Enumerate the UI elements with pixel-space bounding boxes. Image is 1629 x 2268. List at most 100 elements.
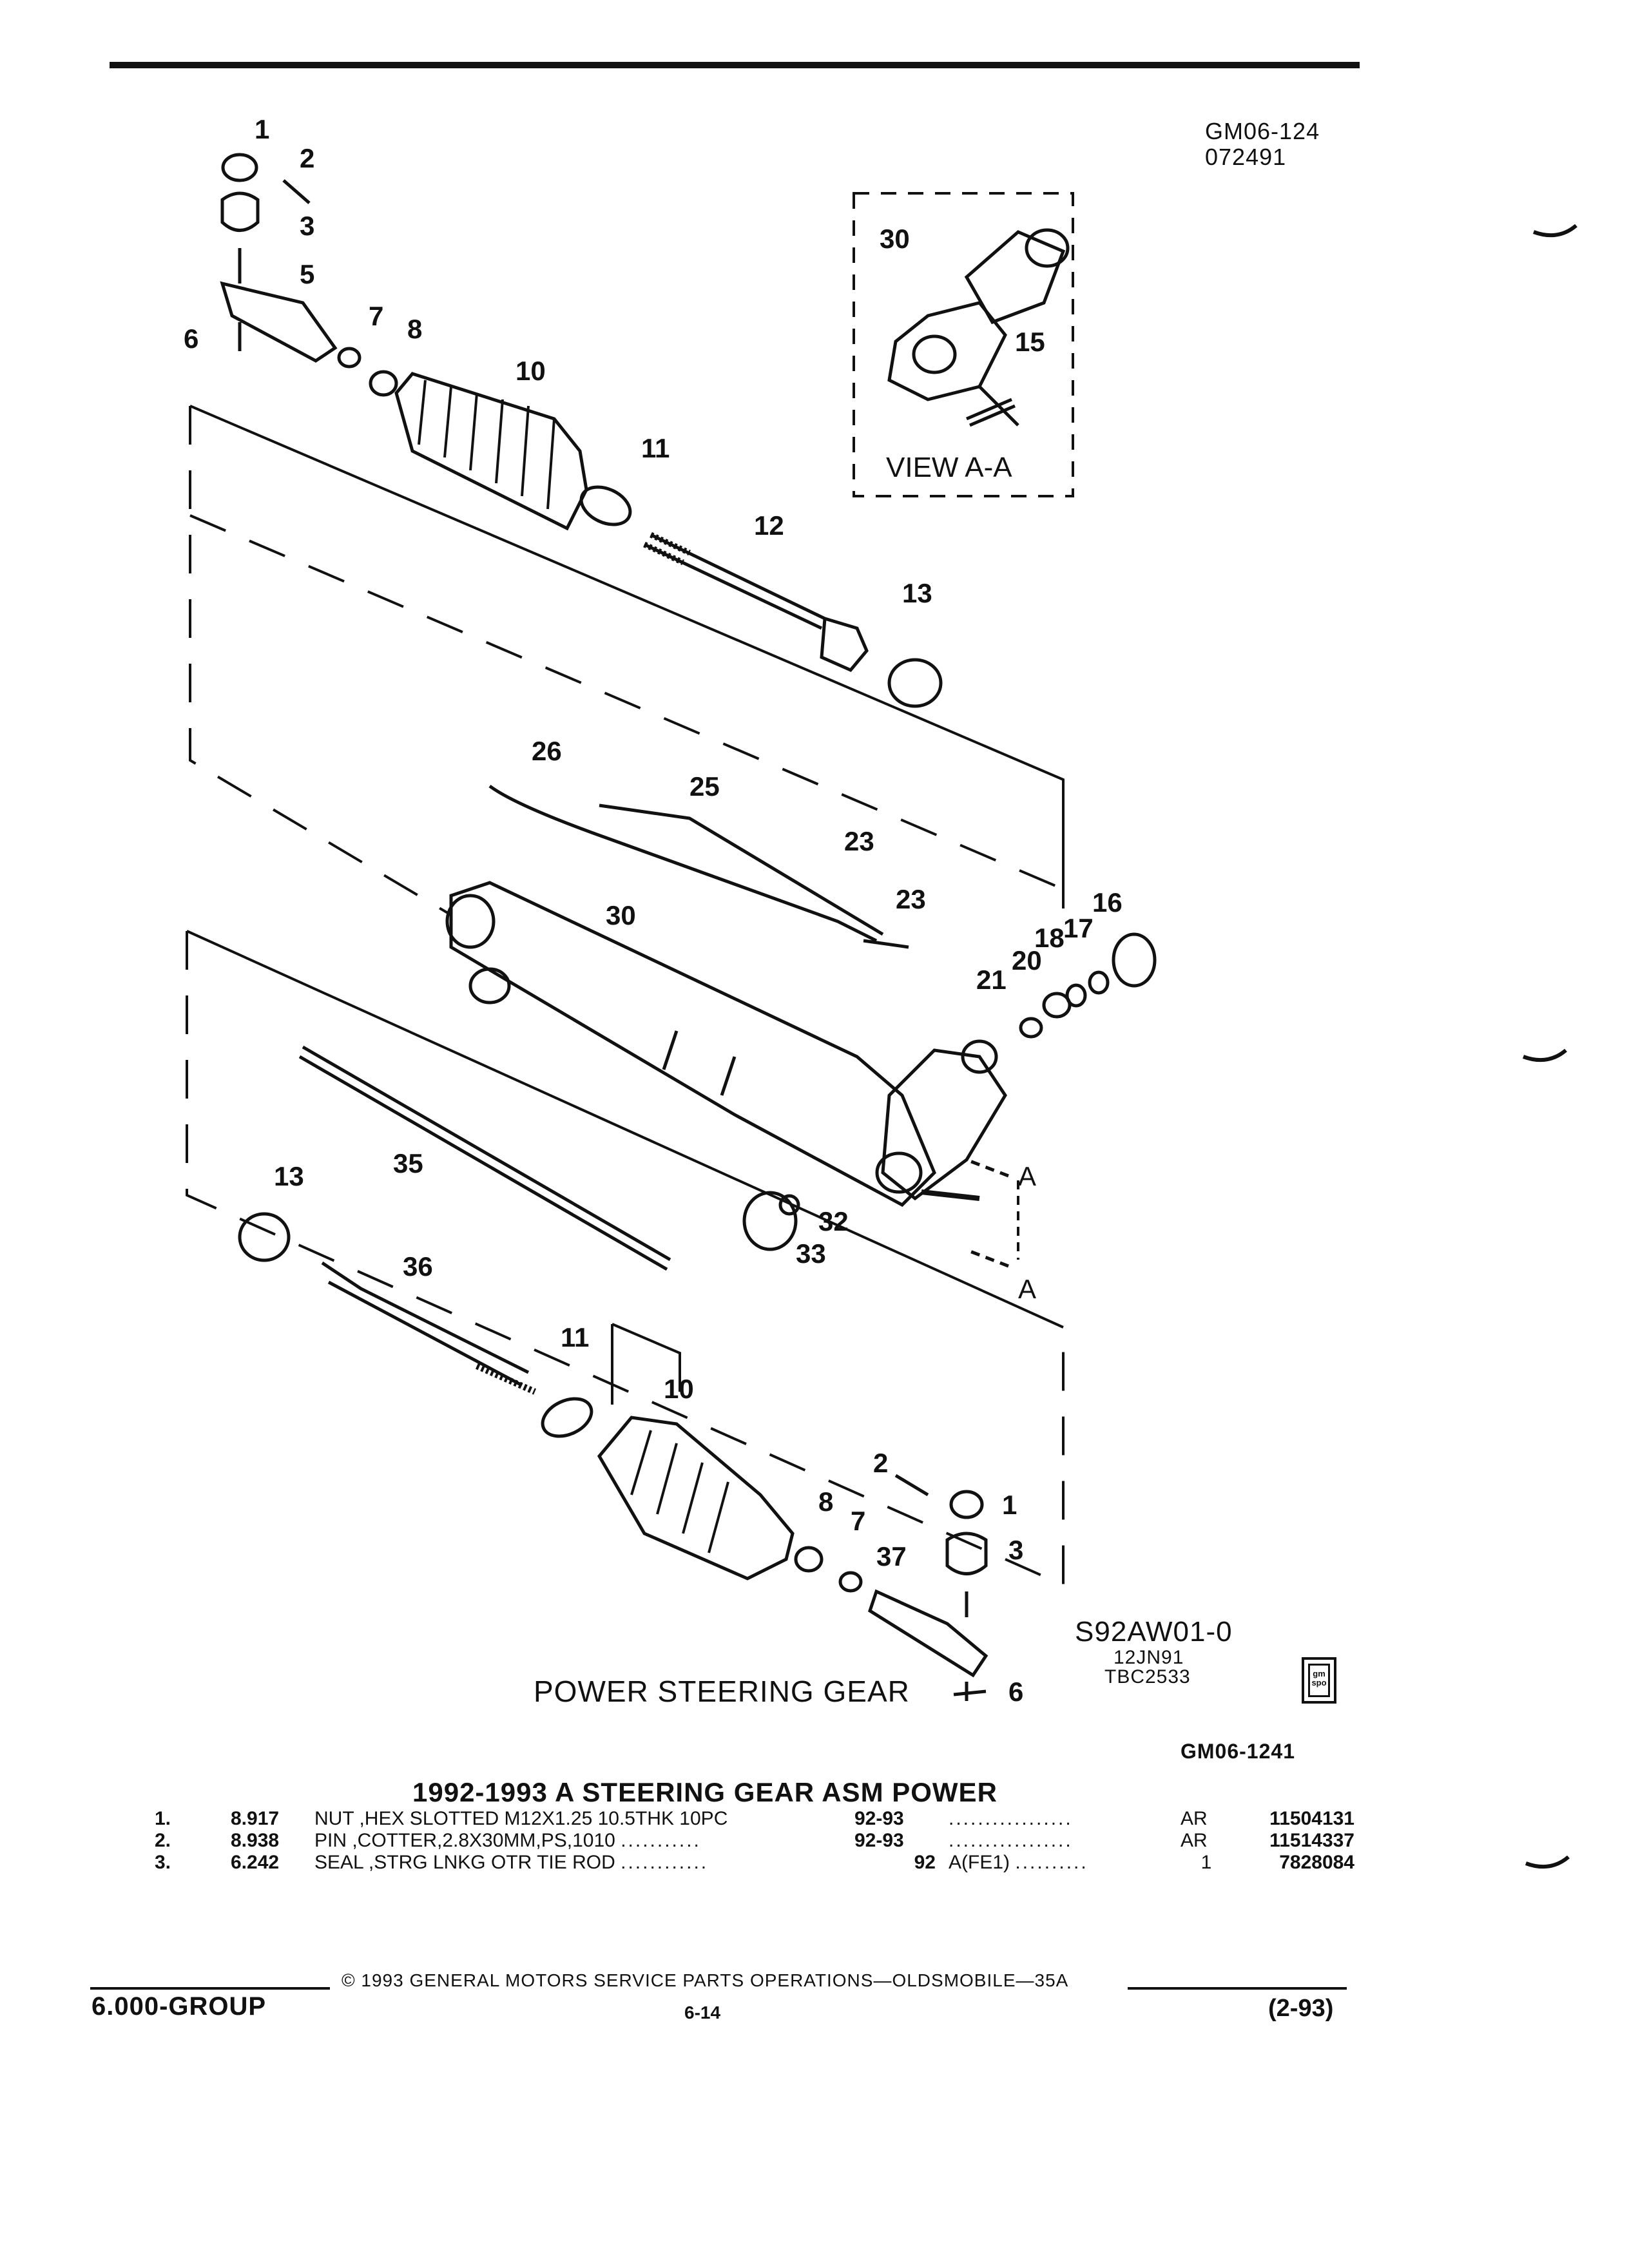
callout-5: 5 <box>300 259 314 289</box>
part-years: 92-93 <box>854 1830 904 1851</box>
gm-spo-logo: gm spo <box>1302 1657 1336 1704</box>
callout-11: 11 <box>641 433 670 463</box>
diagram-caption: POWER STEERING GEAR <box>534 1675 910 1708</box>
rack-bar <box>298 1045 671 1271</box>
part-note: ................. <box>949 1830 1073 1851</box>
part-description: PIN ,COTTER,2.8X30MM,PS,1010 ........... <box>314 1830 701 1851</box>
top-rule <box>110 62 1360 68</box>
callout-35: 35 <box>393 1148 423 1178</box>
callout-13b: 13 <box>274 1161 304 1191</box>
lower-boot <box>597 1416 795 1581</box>
upper-frame-edge <box>189 405 1065 908</box>
margin-mark-3 <box>1525 1855 1570 1869</box>
part-qty: AR <box>1181 1808 1208 1829</box>
table-row: 3. 6.242 SEAL ,STRG LNKG OTR TIE ROD ...… <box>155 1852 1354 1874</box>
callout-13: 13 <box>902 578 932 608</box>
margin-mark-2 <box>1522 1048 1567 1062</box>
callout-3b: 3 <box>1008 1535 1023 1565</box>
lower-frame <box>186 931 1065 1588</box>
part-code: 6.242 <box>231 1852 280 1873</box>
callout-32: 32 <box>818 1206 849 1236</box>
part-qty: AR <box>1181 1830 1208 1851</box>
callout-labels: 1 2 3 5 6 7 8 10 11 12 13 15 16 17 18 20… <box>184 114 1123 1571</box>
lower-outer-rod <box>868 1589 988 1678</box>
footer-rule-left <box>90 1987 330 1990</box>
view-valve <box>887 301 1007 401</box>
part-note: ................. <box>949 1808 1073 1829</box>
part-number: 11514337 <box>1269 1830 1354 1851</box>
part-code: 8.917 <box>231 1808 280 1829</box>
callout-6: 6 <box>184 323 198 354</box>
valve-housing <box>881 1048 1007 1201</box>
callout-30: 30 <box>606 900 636 930</box>
part-qty: 1 <box>1200 1852 1212 1873</box>
callout-18: 18 <box>1034 923 1065 953</box>
upper-frame-dash <box>189 514 1064 890</box>
callout-7: 7 <box>369 301 383 331</box>
upper-frame <box>189 406 452 916</box>
parts-table: 1. 8.917 NUT ,HEX SLOTTED M12X1.25 10.5T… <box>155 1808 1354 1874</box>
callout-7b: 7 <box>851 1506 865 1536</box>
callout-2: 2 <box>300 143 314 173</box>
source-ref: S92AW01-0 <box>1075 1616 1233 1648</box>
callout-10b: 10 <box>664 1374 694 1404</box>
part-number: 7828084 <box>1279 1852 1354 1873</box>
footer-date: (2-93) <box>1268 1995 1334 2022</box>
source-code: TBC2533 <box>1104 1666 1191 1687</box>
callout-33: 33 <box>796 1238 826 1269</box>
lower-frame-edge <box>186 930 1064 1329</box>
figure-ref-line1: GM06-124 <box>1205 118 1320 144</box>
callout-2b: 2 <box>873 1448 888 1478</box>
gm-spo-logo-text: gm spo <box>1308 1664 1330 1697</box>
callout-17: 17 <box>1063 913 1094 943</box>
margin-mark-1 <box>1532 224 1577 238</box>
callout-20: 20 <box>1012 945 1042 975</box>
callout-36: 36 <box>403 1251 433 1282</box>
exploded-diagram: 1 2 3 5 6 7 8 10 11 12 13 15 16 17 18 20… <box>184 114 1157 1707</box>
footer-group: 6.000-GROUP <box>92 1992 267 2021</box>
callout-10: 10 <box>516 356 546 386</box>
lower-inner-rod <box>321 1261 530 1387</box>
callout-23: 23 <box>844 826 874 856</box>
callout-25: 25 <box>689 771 720 802</box>
callout-15: 15 <box>1015 327 1045 357</box>
lower-frame-bracket <box>611 1323 681 1405</box>
view-box <box>853 192 1074 497</box>
callout-1b: 1 <box>1002 1490 1017 1520</box>
table-row: 1. 8.917 NUT ,HEX SLOTTED M12X1.25 10.5T… <box>155 1808 1354 1830</box>
callout-8b: 8 <box>818 1486 833 1517</box>
callout-8: 8 <box>407 314 422 344</box>
part-index: 2. <box>155 1830 171 1851</box>
figure-ref-line2: 072491 <box>1205 144 1287 170</box>
part-years: 92-93 <box>854 1808 904 1829</box>
part-years: 92 <box>914 1852 936 1873</box>
part-index: 3. <box>155 1852 171 1873</box>
upper-boot <box>394 372 588 531</box>
source-ref-block: S92AW01-0 12JN91 TBC2533 <box>1075 1616 1233 1687</box>
callout-30b: 30 <box>880 224 910 254</box>
part-note: A(FE1) .......... <box>949 1852 1088 1873</box>
part-index: 1. <box>155 1808 171 1829</box>
line-26 <box>488 784 878 943</box>
callout-23b: 23 <box>896 884 926 914</box>
callout-37: 37 <box>876 1541 907 1571</box>
callout-3: 3 <box>300 211 314 241</box>
callout-11b: 11 <box>561 1322 589 1352</box>
part-number: 11504131 <box>1269 1808 1354 1829</box>
callout-6b: 6 <box>1008 1677 1023 1707</box>
view-marker-bottom: A <box>1018 1274 1036 1304</box>
figure-ref: GM06-124 072491 <box>1205 119 1320 170</box>
footer-page: 6-14 <box>684 2003 721 2023</box>
parts-title: 1992-1993 A STEERING GEAR ASM POWER <box>412 1777 998 1807</box>
part-code: 8.938 <box>231 1830 280 1851</box>
upper-inner-rod <box>643 533 826 630</box>
doc-ref: GM06-1241 <box>1181 1740 1295 1763</box>
callout-16: 16 <box>1092 887 1123 918</box>
callout-21: 21 <box>976 965 1007 995</box>
part-description: SEAL ,STRG LNKG OTR TIE ROD ............ <box>314 1852 709 1873</box>
table-row: 2. 8.938 PIN ,COTTER,2.8X30MM,PS,1010 ..… <box>155 1830 1354 1852</box>
callout-26: 26 <box>532 736 562 766</box>
source-date: 12JN91 <box>1113 1647 1184 1668</box>
view-marker-top: A <box>1018 1161 1036 1191</box>
footer-rule-right <box>1128 1987 1347 1990</box>
